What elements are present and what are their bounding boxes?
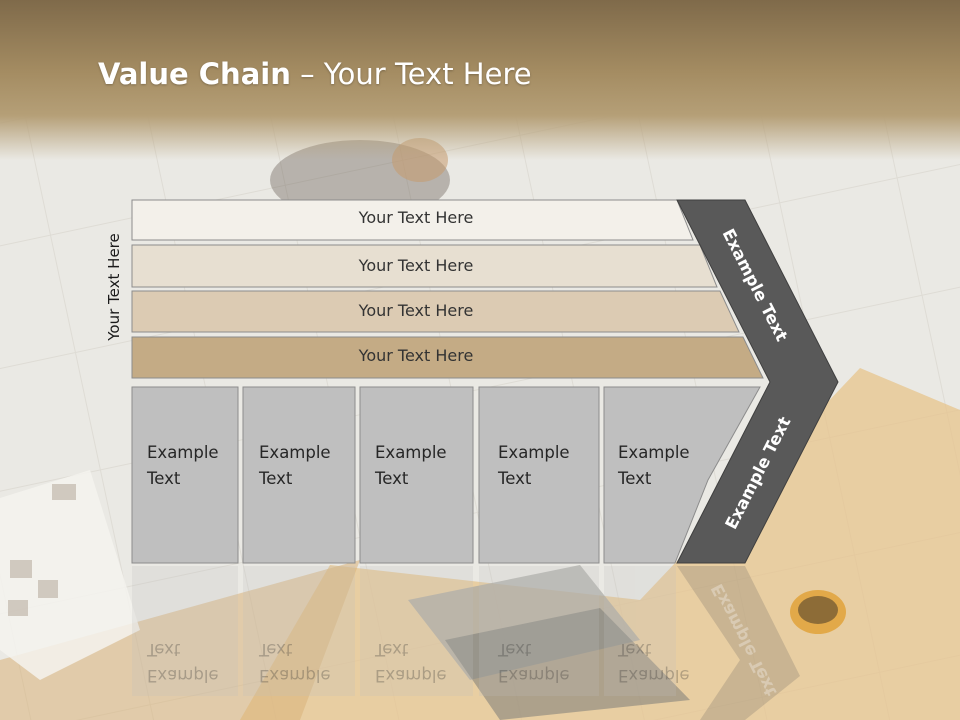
column-label-4: Example Text [498, 440, 570, 492]
column-reflection-label-1-line2: Text [147, 640, 181, 659]
column-reflection-label-3: Example Text [375, 636, 447, 688]
column-reflection-1 [132, 566, 238, 696]
column-label-4-line2: Text [498, 469, 532, 488]
column-reflection-4 [479, 566, 599, 696]
column-label-3-line2: Text [375, 469, 409, 488]
column-label-4-line1: Example [498, 443, 570, 462]
slide-title-rest: – Your Text Here [290, 57, 532, 91]
column-box-5 [603, 386, 761, 564]
row-label-1: Your Text Here [358, 208, 474, 227]
column-reflection-5 [604, 566, 676, 696]
column-label-5-line2: Text [618, 469, 652, 488]
column-label-5-line1: Example [618, 443, 690, 462]
chevron-arrow [676, 199, 839, 564]
row-label-3: Your Text Here [358, 301, 474, 320]
column-reflection-label-4: Example Text [498, 636, 570, 688]
header-band [0, 0, 960, 160]
column-reflection-label-4-line1: Example [498, 666, 570, 685]
column-label-2: Example Text [259, 440, 331, 492]
column-label-3-line1: Example [375, 443, 447, 462]
row-bar-4 [131, 336, 764, 379]
row-bar-1 [131, 199, 694, 241]
column-reflection-label-5-line2: Text [618, 640, 652, 659]
column-label-2-line2: Text [259, 469, 293, 488]
chevron-reflection [677, 566, 800, 720]
slide-title: Value Chain – Your Text Here [98, 52, 532, 96]
column-reflection-label-5: Example Text [618, 636, 690, 688]
column-box-2 [242, 386, 356, 564]
row-bar-2 [131, 244, 718, 288]
slide-title-bold: Value Chain [98, 57, 291, 91]
column-reflection-label-2-line2: Text [259, 640, 293, 659]
column-reflection-label-1: Example Text [147, 636, 219, 688]
column-reflection-label-2: Example Text [259, 636, 331, 688]
column-reflection-label-5-line1: Example [618, 666, 690, 685]
column-reflection-label-3-line2: Text [375, 640, 409, 659]
row-label-4: Your Text Here [358, 346, 474, 365]
column-box-1 [131, 386, 239, 564]
column-reflection-label-1-line1: Example [147, 666, 219, 685]
row-label-2: Your Text Here [358, 256, 474, 275]
column-reflection-label-2-line1: Example [259, 666, 331, 685]
column-label-5: Example Text [618, 440, 690, 492]
column-reflection-label-3-line1: Example [375, 666, 447, 685]
column-reflection-2 [243, 566, 355, 696]
column-box-4 [478, 386, 600, 564]
column-box-3 [359, 386, 474, 564]
column-reflection-3 [360, 566, 473, 696]
column-label-2-line1: Example [259, 443, 331, 462]
column-label-1: Example Text [147, 440, 219, 492]
row-bar-3 [131, 290, 740, 333]
column-label-1-line1: Example [147, 443, 219, 462]
column-label-1-line2: Text [147, 469, 181, 488]
column-reflection-label-4-line2: Text [498, 640, 532, 659]
column-label-3: Example Text [375, 440, 447, 492]
